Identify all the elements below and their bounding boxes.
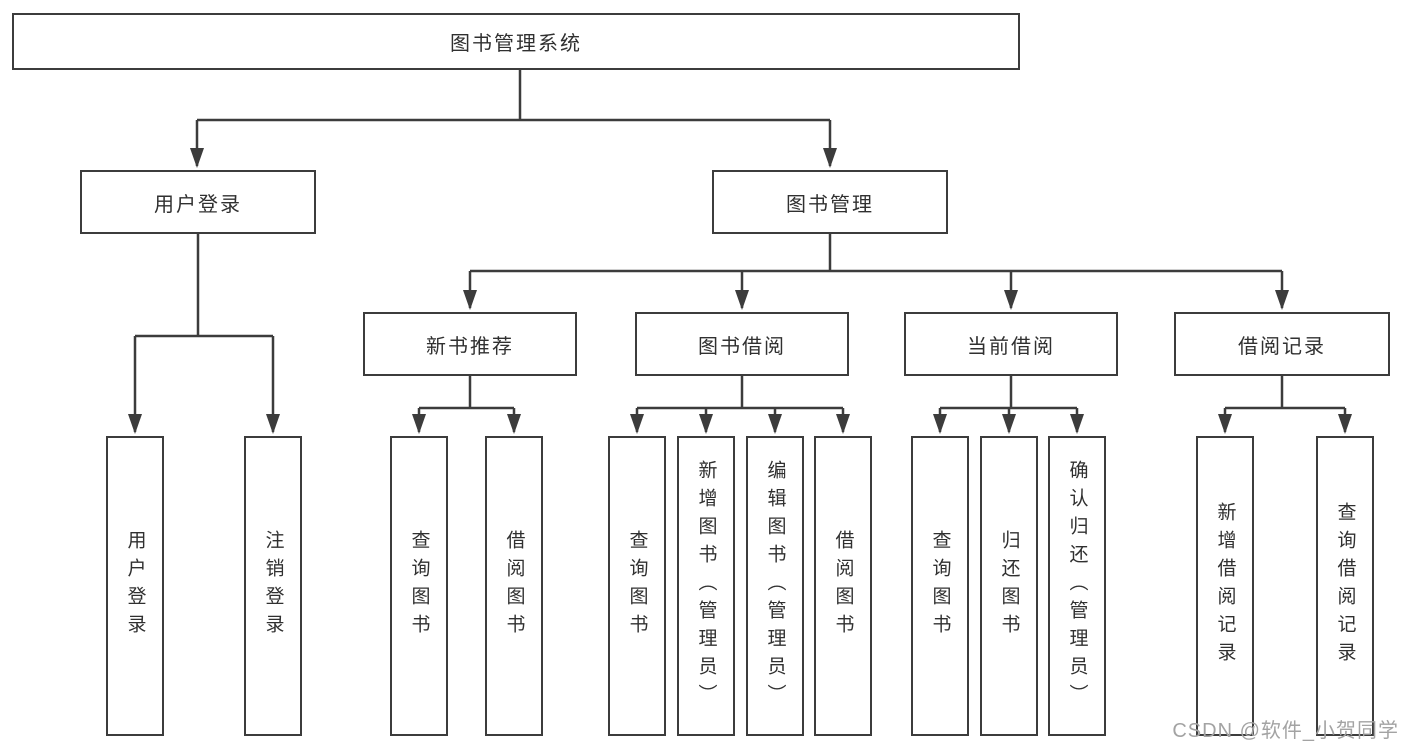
leaf-label: 借阅图书 xyxy=(832,530,854,642)
leaf-label: 查询图书 xyxy=(929,530,951,642)
leaf-label: 查询图书 xyxy=(626,530,648,642)
node-book-borrowing: 图书借阅 xyxy=(635,312,849,376)
node-label: 当前借阅 xyxy=(967,335,1055,358)
leaf-user-login: 用户登录 xyxy=(106,436,164,736)
leaf-borrow-books-borrowing: 借阅图书 xyxy=(814,436,872,736)
leaf-label: 新增图书（管理员） xyxy=(695,460,717,712)
node-label: 新书推荐 xyxy=(426,335,514,358)
leaf-label: 查询借阅记录 xyxy=(1334,502,1356,670)
node-current-borrowing: 当前借阅 xyxy=(904,312,1118,376)
leaf-query-books-borrowing: 查询图书 xyxy=(608,436,666,736)
leaf-label: 编辑图书（管理员） xyxy=(764,460,786,712)
leaf-borrow-books-recommend: 借阅图书 xyxy=(485,436,543,736)
leaf-label: 确认归还（管理员） xyxy=(1066,460,1088,712)
leaf-query-books-current: 查询图书 xyxy=(911,436,969,736)
leaf-query-books-recommend: 查询图书 xyxy=(390,436,448,736)
leaf-query-borrow-record: 查询借阅记录 xyxy=(1316,436,1374,736)
node-borrowing-records: 借阅记录 xyxy=(1174,312,1390,376)
leaf-return-book: 归还图书 xyxy=(980,436,1038,736)
node-book-management: 图书管理 xyxy=(712,170,948,234)
leaf-label: 借阅图书 xyxy=(503,530,525,642)
csdn-watermark: CSDN @软件_小贺同学 xyxy=(1172,720,1399,742)
node-library-management-system: 图书管理系统 xyxy=(12,13,1020,70)
leaf-label: 查询图书 xyxy=(408,530,430,642)
leaf-add-book-admin: 新增图书（管理员） xyxy=(677,436,735,736)
leaf-label: 归还图书 xyxy=(998,530,1020,642)
leaf-label: 用户登录 xyxy=(124,530,146,642)
leaf-label: 新增借阅记录 xyxy=(1214,502,1236,670)
node-label: 图书管理系统 xyxy=(450,33,582,55)
node-new-book-recommendation: 新书推荐 xyxy=(363,312,577,376)
leaf-add-borrow-record: 新增借阅记录 xyxy=(1196,436,1254,736)
node-label: 图书管理 xyxy=(786,193,874,216)
leaf-label: 注销登录 xyxy=(262,530,284,642)
node-label: 图书借阅 xyxy=(698,335,786,358)
leaf-confirm-return-admin: 确认归还（管理员） xyxy=(1048,436,1106,736)
node-label: 用户登录 xyxy=(154,193,242,216)
node-label: 借阅记录 xyxy=(1238,335,1326,358)
node-user-login: 用户登录 xyxy=(80,170,316,234)
leaf-edit-book-admin: 编辑图书（管理员） xyxy=(746,436,804,736)
leaf-logout: 注销登录 xyxy=(244,436,302,736)
